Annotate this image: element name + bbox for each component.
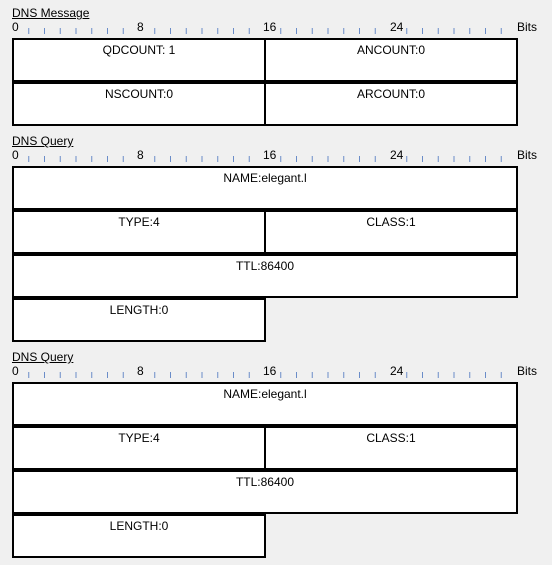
length-field[interactable]: LENGTH:0 (12, 514, 266, 558)
ruler-label-8: 8 (137, 20, 144, 34)
type-field[interactable]: TYPE:4 (12, 210, 266, 254)
ruler-label-8: 8 (137, 148, 144, 162)
dns-query-section-2: DNS Query 0 8 16 24 Bits NAME:elegant.l … (0, 350, 552, 560)
type-field[interactable]: TYPE:4 (12, 426, 266, 470)
ancount-field[interactable]: ANCOUNT:0 (264, 38, 518, 82)
ruler-label-16: 16 (263, 364, 277, 378)
length-field[interactable]: LENGTH:0 (12, 298, 266, 342)
ttl-field[interactable]: TTL:86400 (12, 254, 518, 298)
bit-ruler: 0 8 16 24 Bits (12, 364, 552, 378)
ruler-label-0: 0 (12, 364, 19, 378)
ruler-label-16: 16 (263, 20, 277, 34)
ruler-unit: Bits (517, 148, 538, 162)
ruler-unit: Bits (517, 364, 538, 378)
qdcount-field[interactable]: QDCOUNT: 1 (12, 38, 266, 82)
ruler-label-8: 8 (137, 364, 144, 378)
section-title: DNS Message (12, 6, 90, 20)
ruler-ticks (28, 372, 502, 378)
ruler-ticks (28, 28, 502, 34)
dns-query-section-1: DNS Query 0 8 16 24 Bits NAME:elegant.l … (0, 134, 552, 344)
arcount-field[interactable]: ARCOUNT:0 (264, 82, 518, 126)
ruler-label-0: 0 (12, 148, 19, 162)
bit-ruler: 0 8 16 24 Bits (12, 148, 552, 162)
class-field[interactable]: CLASS:1 (264, 426, 518, 470)
bit-ruler: 0 8 16 24 Bits (12, 20, 552, 34)
ruler-unit: Bits (517, 20, 538, 34)
ruler-ticks (28, 156, 502, 162)
section-title: DNS Query (12, 134, 74, 148)
name-field[interactable]: NAME:elegant.l (12, 166, 518, 210)
class-field[interactable]: CLASS:1 (264, 210, 518, 254)
nscount-field[interactable]: NSCOUNT:0 (12, 82, 266, 126)
ruler-label-16: 16 (263, 148, 277, 162)
name-field[interactable]: NAME:elegant.l (12, 382, 518, 426)
ruler-label-24: 24 (390, 364, 404, 378)
ttl-field[interactable]: TTL:86400 (12, 470, 518, 514)
section-title: DNS Query (12, 350, 74, 364)
dns-message-section: DNS Message 0 8 16 24 Bits QDCOUNT: 1 AN… (0, 6, 552, 128)
ruler-label-0: 0 (12, 20, 19, 34)
ruler-label-24: 24 (390, 20, 404, 34)
ruler-label-24: 24 (390, 148, 404, 162)
